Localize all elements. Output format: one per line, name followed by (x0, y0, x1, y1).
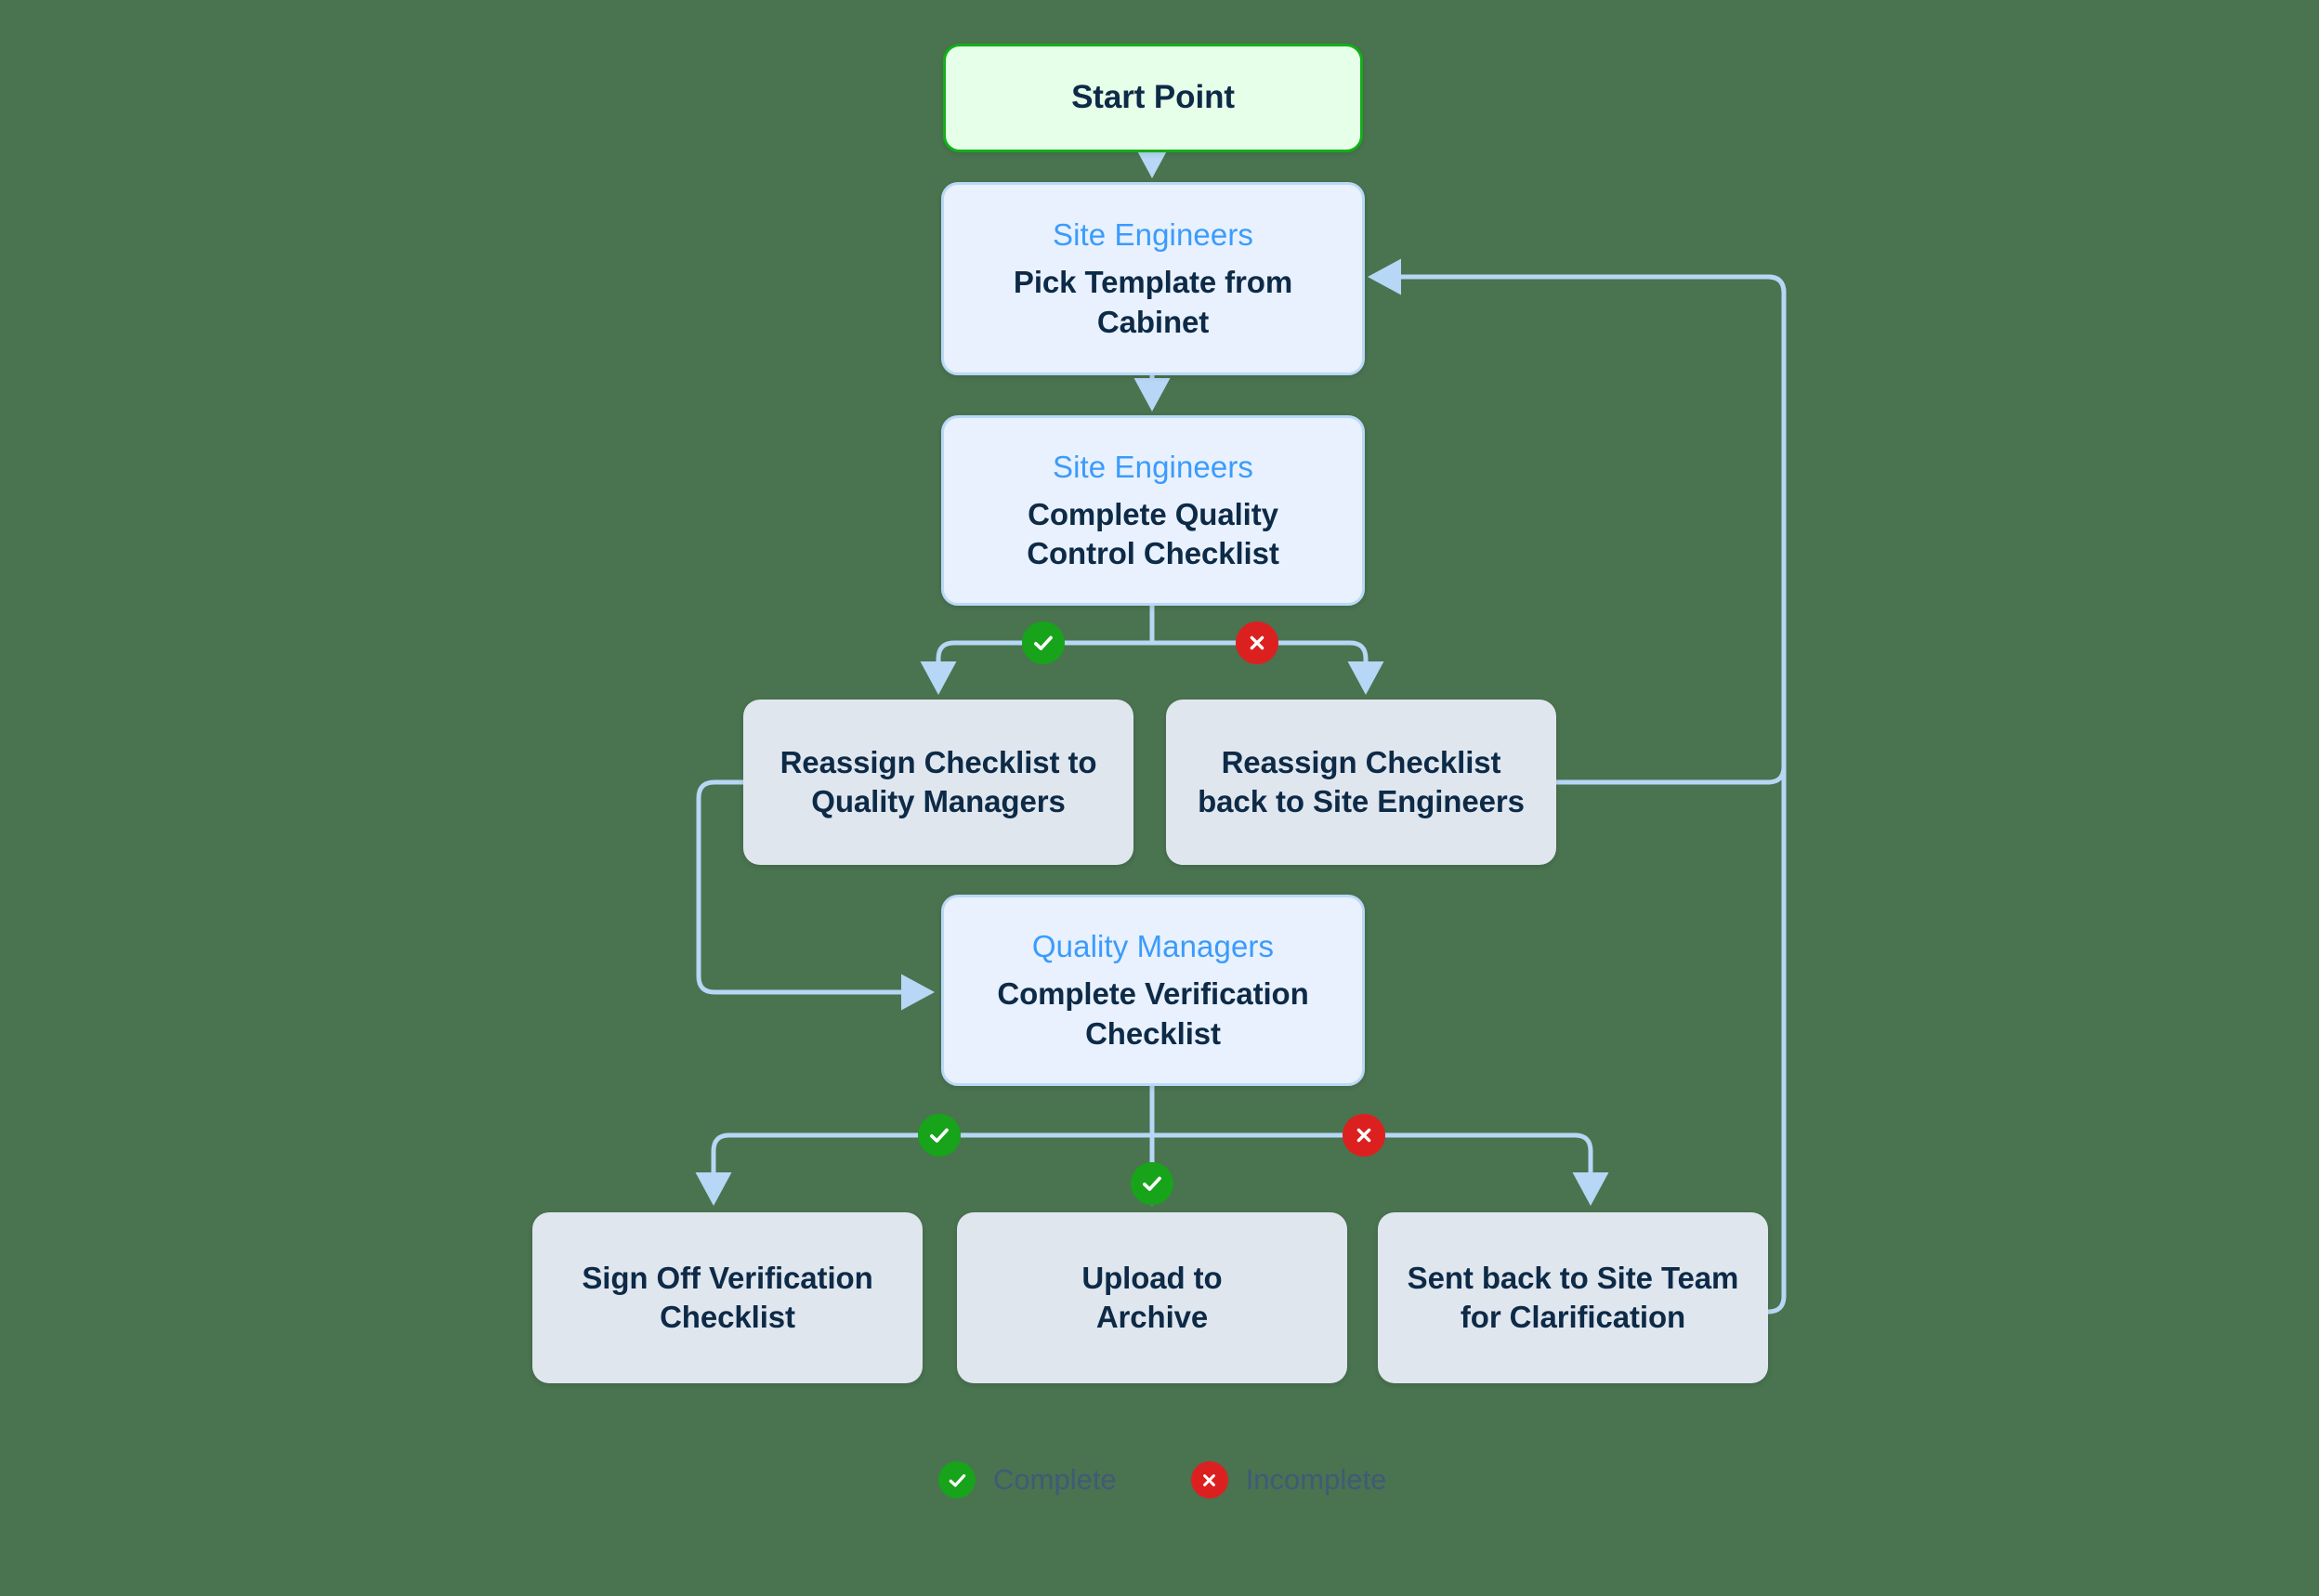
node-sign-off-title-line2: Checklist (660, 1300, 795, 1334)
node-pick-template-role: Site Engineers (1052, 217, 1254, 253)
node-reassign-back-to-site-engineers[interactable]: Reassign Checklist back to Site Engineer… (1166, 700, 1556, 865)
node-reassign-se-title-line2: back to Site Engineers (1198, 784, 1525, 818)
node-quality-control-title-line1: Complete Quality (1028, 496, 1278, 531)
cross-icon (1190, 1461, 1228, 1498)
node-verification-title-line1: Complete Verification (997, 976, 1309, 1012)
node-upload-archive-title-line2: Archive (1095, 1300, 1209, 1334)
node-start-point[interactable]: Start Point (943, 44, 1363, 152)
node-sent-back-title-line1: Sent back to Site Team (1407, 1260, 1739, 1295)
node-sign-off-verification[interactable]: Sign Off Verification Checklist (532, 1212, 923, 1383)
legend-label-incomplete: Incomplete (1245, 1463, 1387, 1496)
node-verification-title-line2: Checklist (1085, 1015, 1221, 1051)
node-pick-template-title-line2: Cabinet (1096, 304, 1210, 339)
node-upload-archive-title-line1: Upload to (1081, 1260, 1223, 1295)
legend: Complete Incomplete (938, 1461, 1386, 1498)
legend-label-complete: Complete (993, 1463, 1117, 1496)
check-icon-verify-complete-center (1131, 1162, 1173, 1205)
node-sign-off-title-line1: Sign Off Verification (582, 1260, 873, 1295)
node-reassign-qm-title-line2: Quality Managers (811, 784, 1066, 818)
node-quality-control-role: Site Engineers (1052, 449, 1254, 484)
node-pick-template-title-line1: Pick Template from (1013, 265, 1293, 300)
check-icon-verify-complete-left (918, 1114, 961, 1157)
check-icon (938, 1461, 976, 1498)
node-sent-back-title-line2: for Clarification (1460, 1300, 1686, 1334)
cross-icon-qc-incomplete (1236, 621, 1278, 664)
node-quality-control-title-line2: Control Checklist (1027, 536, 1279, 571)
node-pick-template[interactable]: Site Engineers Pick Template from Cabine… (941, 182, 1365, 375)
node-reassign-to-quality-managers[interactable]: Reassign Checklist to Quality Managers (743, 700, 1133, 865)
node-verification-role: Quality Managers (1031, 929, 1275, 964)
node-quality-control-checklist[interactable]: Site Engineers Complete Quality Control … (941, 415, 1365, 606)
node-reassign-qm-title-line1: Reassign Checklist to (780, 744, 1097, 779)
legend-item-complete: Complete (938, 1461, 1117, 1498)
check-icon-qc-complete (1022, 621, 1065, 664)
node-start-point-title: Start Point (1071, 79, 1235, 116)
cross-icon-verify-incomplete (1343, 1114, 1385, 1157)
node-upload-to-archive[interactable]: Upload to Archive (957, 1212, 1347, 1383)
node-reassign-se-title-line1: Reassign Checklist (1221, 744, 1501, 779)
legend-item-incomplete: Incomplete (1190, 1461, 1387, 1498)
node-sent-back-for-clarification[interactable]: Sent back to Site Team for Clarification (1378, 1212, 1768, 1383)
node-verification-checklist[interactable]: Quality Managers Complete Verification C… (941, 895, 1365, 1086)
